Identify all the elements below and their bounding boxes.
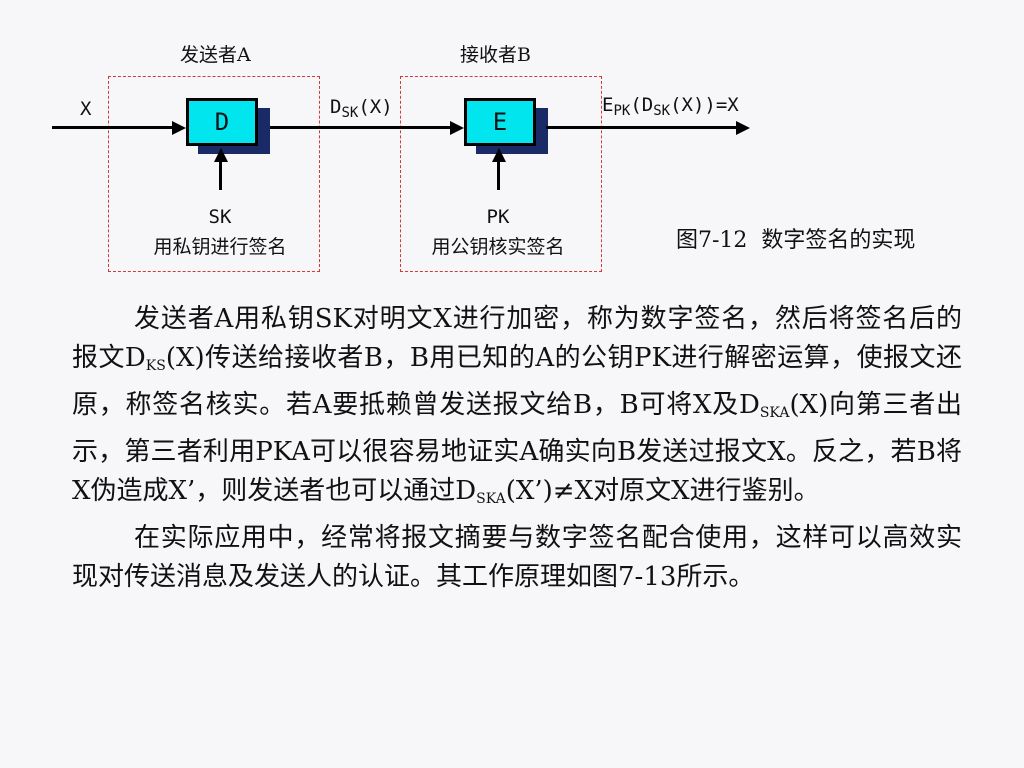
figure-caption: 图7-12 数字签名的实现 bbox=[676, 228, 916, 253]
p1-sub-3: SKA bbox=[476, 491, 506, 507]
sender-key-arrow bbox=[214, 148, 228, 162]
p1-part-a: 发送者A用私钥SK对明文X进行加密，称为数字签名，然后将签名后的报文D bbox=[72, 304, 962, 373]
receiver-key-label: PK bbox=[486, 206, 510, 228]
body-text: 发送者A用私钥SK对明文X进行加密，称为数字签名，然后将签名后的报文DKS(X)… bbox=[72, 300, 962, 597]
input-label: X bbox=[80, 98, 92, 120]
middle-label: DSK(X) bbox=[330, 96, 393, 121]
input-line bbox=[52, 126, 172, 129]
output-label-tail: (X))=X bbox=[670, 94, 739, 116]
sender-title: 发送者A bbox=[180, 44, 251, 66]
p1-sub-2: SKA bbox=[759, 405, 790, 421]
encrypt-box: E bbox=[464, 98, 536, 146]
middle-label-tail: (X) bbox=[358, 96, 393, 118]
output-label-open: (D bbox=[630, 94, 654, 116]
p1-part-d: (X’)≠X对原文X进行鉴别。 bbox=[505, 476, 820, 506]
paragraph-1: 发送者A用私钥SK对明文X进行加密，称为数字签名，然后将签名后的报文DKS(X)… bbox=[72, 300, 962, 519]
output-label-e-sub: PK bbox=[613, 103, 631, 119]
receiver-key-arrow bbox=[492, 148, 506, 162]
output-label-d-sub: SK bbox=[653, 103, 671, 119]
middle-label-sub: SK bbox=[341, 105, 359, 121]
receiver-key-line bbox=[497, 160, 500, 190]
receiver-region bbox=[400, 76, 602, 272]
p1-sub-1: KS bbox=[145, 358, 166, 374]
sender-key-line bbox=[219, 160, 222, 190]
sender-key-label: SK bbox=[208, 206, 232, 228]
receiver-action-label: 用公钥核实签名 bbox=[431, 236, 565, 258]
p1-part-b: (X)传送给接收者B，B用已知的A的公钥PK进行解密运算，使报文还原，称签名核实… bbox=[72, 343, 962, 420]
sender-action-label: 用私钥进行签名 bbox=[153, 236, 287, 258]
sender-region bbox=[108, 76, 320, 272]
middle-line bbox=[270, 126, 450, 129]
p1-part-c: (X)向第三者出示，第三者利用PKA可以很容易地证实A确实向B发送过报文X。反之… bbox=[72, 390, 962, 506]
decrypt-box: D bbox=[186, 98, 258, 146]
receiver-title: 接收者B bbox=[460, 44, 531, 66]
paragraph-2: 在实际应用中，经常将报文摘要与数字签名配合使用，这样可以高效实现对传送消息及发送… bbox=[72, 523, 962, 592]
middle-arrow bbox=[450, 121, 464, 135]
output-line bbox=[546, 126, 736, 129]
middle-label-main: D bbox=[330, 96, 342, 118]
output-label-e: E bbox=[602, 94, 614, 116]
output-label: EPK(DSK(X))=X bbox=[602, 94, 739, 119]
output-arrow bbox=[736, 121, 750, 135]
input-arrow bbox=[172, 121, 186, 135]
